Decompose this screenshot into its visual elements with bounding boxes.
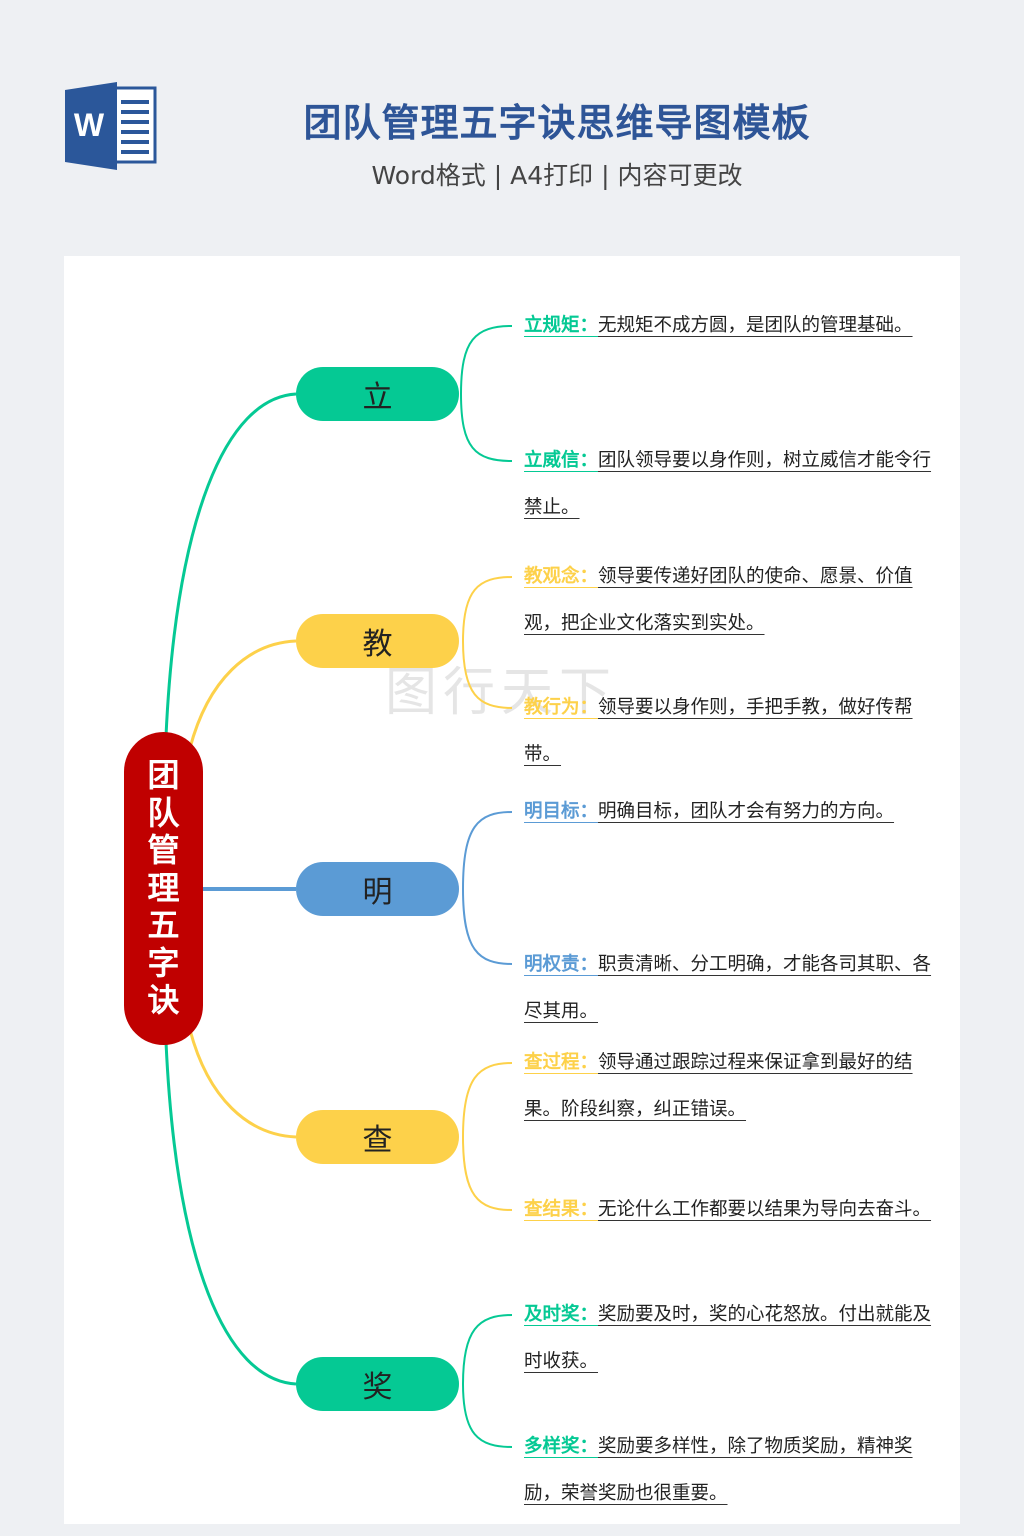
item-label: 多样奖： — [524, 1436, 599, 1457]
list-item: 查结果：无论什么工作都要以结果为导向去奋斗。 — [524, 1186, 932, 1233]
item-text: 职责清晰、分工明确，才能各司其职、各尽其用。 — [524, 954, 932, 1022]
list-item: 教观念：领导要传递好团队的使命、愿景、价值观，把企业文化落实到实处。 — [524, 553, 932, 647]
word-icon-letter: W — [74, 107, 105, 143]
connector-root-jiao — [188, 639, 297, 749]
item-text: 团队领导要以身作则，树立威信才能令行禁止。 — [524, 450, 932, 518]
list-item: 立规矩：无规矩不成方圆，是团队的管理基础。 — [524, 302, 932, 349]
root-node: 团 队 管 理 五 字 诀 — [124, 732, 203, 1045]
root-char: 字 — [147, 943, 180, 982]
item-label: 及时奖： — [524, 1304, 599, 1325]
item-label: 立威信： — [524, 450, 599, 471]
page-title: 团队管理五字诀思维导图模板 — [303, 101, 811, 145]
branch-node-ming: 明 — [296, 862, 459, 916]
list-item: 明目标：明确目标，团队才会有努力的方向。 — [524, 788, 932, 835]
root-char: 诀 — [147, 981, 180, 1020]
branch-node-li: 立 — [296, 367, 459, 421]
page-subtitle: Word格式 | A4打印 | 内容可更改 — [371, 161, 743, 190]
list-item: 明权责：职责清晰、分工明确，才能各司其职、各尽其用。 — [524, 941, 932, 1035]
item-text: 无规矩不成方圆，是团队的管理基础。 — [598, 315, 913, 336]
item-label: 教行为： — [524, 697, 599, 718]
root-char: 团 — [147, 756, 180, 795]
list-item: 立威信：团队领导要以身作则，树立威信才能令行禁止。 — [524, 437, 932, 531]
root-char: 理 — [147, 868, 180, 907]
item-label: 查结果： — [524, 1199, 599, 1220]
connector-root-cha — [188, 1029, 297, 1139]
connector-root-li — [164, 392, 297, 737]
list-item: 及时奖：奖励要及时，奖的心花怒放。付出就能及时收获。 — [524, 1291, 932, 1385]
item-text: 无论什么工作都要以结果为导向去奋斗。 — [598, 1199, 932, 1220]
word-document-icon: W — [65, 82, 157, 170]
root-char: 五 — [147, 906, 180, 945]
item-text: 奖励要多样性，除了物质奖励，精神奖励，荣誉奖励也很重要。 — [524, 1436, 913, 1504]
branch-node-jiang: 奖 — [296, 1357, 459, 1411]
item-label: 立规矩： — [524, 315, 599, 336]
item-label: 明目标： — [524, 801, 599, 822]
item-text: 领导通过跟踪过程来保证拿到最好的结果。阶段纠察，纠正错误。 — [524, 1052, 913, 1120]
item-label: 教观念： — [524, 566, 599, 587]
connector-root-jiang — [164, 1041, 297, 1386]
item-text: 奖励要及时，奖的心花怒放。付出就能及时收获。 — [524, 1304, 932, 1372]
item-label: 明权责： — [524, 954, 599, 975]
root-char: 管 — [147, 831, 180, 870]
item-label: 查过程： — [524, 1052, 599, 1073]
root-char: 队 — [147, 793, 180, 832]
branch-node-cha: 查 — [296, 1110, 459, 1164]
list-item: 查过程：领导通过跟踪过程来保证拿到最好的结果。阶段纠察，纠正错误。 — [524, 1039, 932, 1133]
list-item: 多样奖：奖励要多样性，除了物质奖励，精神奖励，荣誉奖励也很重要。 — [524, 1423, 932, 1517]
branch-node-jiao: 教 — [296, 614, 459, 668]
item-text: 明确目标，团队才会有努力的方向。 — [598, 801, 895, 822]
item-text: 领导要传递好团队的使命、愿景、价值观，把企业文化落实到实处。 — [524, 566, 913, 634]
watermark: 图行天下 — [385, 663, 618, 723]
list-item: 教行为：领导要以身作则，手把手教，做好传帮带。 — [524, 684, 932, 778]
item-text: 领导要以身作则，手把手教，做好传帮带。 — [524, 697, 913, 765]
